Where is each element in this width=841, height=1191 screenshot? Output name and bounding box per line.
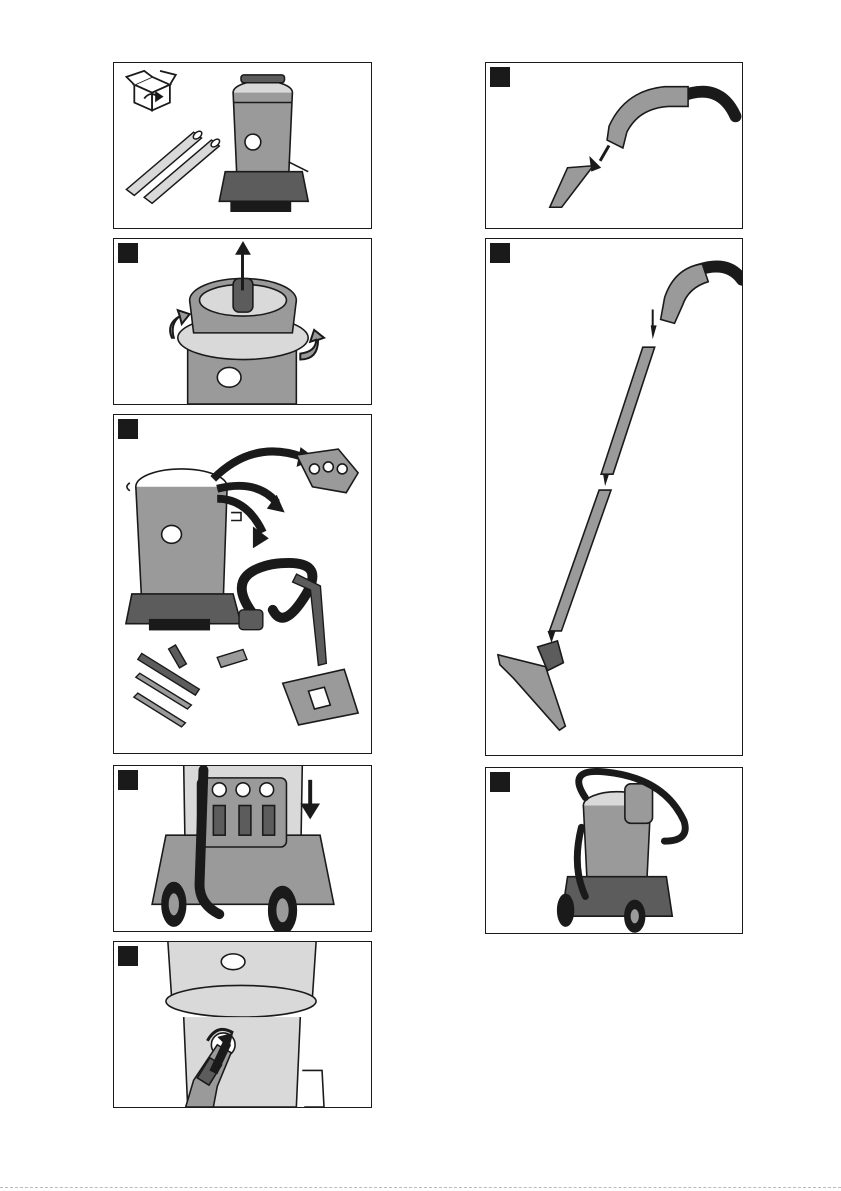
open-lid-illustration <box>114 239 371 404</box>
page-footer-rule <box>0 1187 841 1188</box>
panel-stored <box>485 767 743 934</box>
step-badge <box>490 772 510 792</box>
mount-holder-illustration <box>114 766 371 931</box>
panel-connect-hose <box>113 941 372 1108</box>
panel-fit-crevice <box>485 62 743 229</box>
panel-accessories <box>113 414 372 754</box>
contents-illustration <box>114 63 371 228</box>
step-badge <box>118 419 138 439</box>
step-badge <box>490 67 510 87</box>
down-arrow-icon <box>300 780 320 820</box>
tool-holder-icon <box>283 669 358 725</box>
step-badge <box>118 243 138 263</box>
floor-nozzle-icon <box>134 645 199 727</box>
extension-tubes <box>126 130 221 204</box>
push-arrow-icon <box>589 145 610 172</box>
lid-icon <box>178 279 308 404</box>
tube-icon <box>550 347 655 631</box>
accessories-illustration <box>114 415 371 753</box>
handle-icon <box>661 264 709 324</box>
vacuum-body <box>219 75 308 211</box>
panel-assemble-tube <box>485 238 743 756</box>
fit-crevice-illustration <box>486 63 742 228</box>
box-icon <box>126 71 175 111</box>
step-badge <box>118 770 138 790</box>
holder-icon <box>297 449 359 493</box>
connect-hose-illustration <box>114 942 371 1107</box>
container-icon <box>126 469 241 630</box>
panel-open-lid <box>113 238 372 405</box>
crevice-nozzle-icon <box>217 649 247 667</box>
step-badge <box>118 946 138 966</box>
crevice-nozzle-icon <box>550 166 593 207</box>
panel-contents <box>113 62 372 229</box>
step-badge <box>490 243 510 263</box>
assemble-tube-illustration <box>486 239 742 755</box>
stored-illustration <box>486 768 742 933</box>
handle-icon <box>607 87 688 148</box>
floor-nozzle-icon <box>498 641 565 730</box>
panel-mount-holder <box>113 765 372 932</box>
